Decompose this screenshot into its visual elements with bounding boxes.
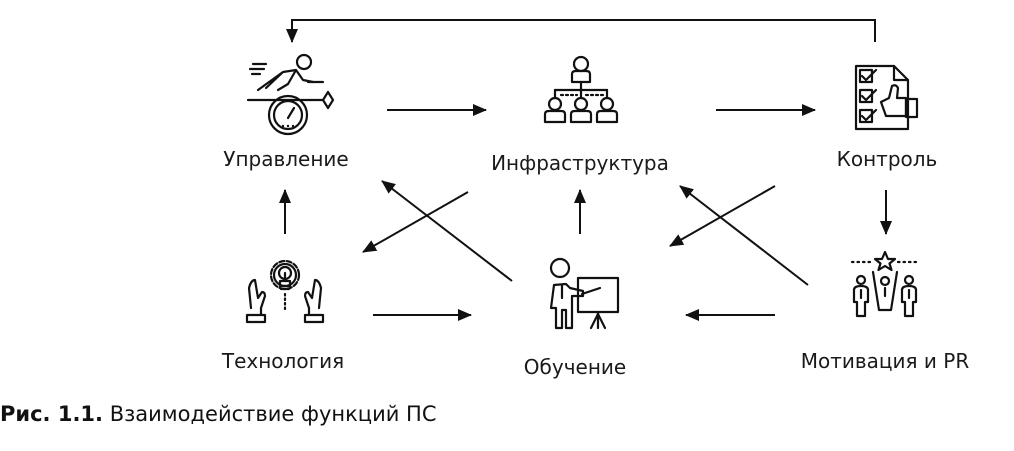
figure-caption-text: Взаимодействие функций ПС xyxy=(109,402,437,426)
team-star-icon xyxy=(850,250,920,318)
node-upravlenie: Управление xyxy=(223,53,349,171)
hands-gear-bulb-icon xyxy=(245,259,325,324)
node-motivatsiya: Мотивация и PR xyxy=(801,250,970,373)
edges xyxy=(279,19,892,321)
node-label-kontrol: Контроль xyxy=(837,147,938,171)
org-hierarchy-icon xyxy=(543,55,619,124)
edge-infrastruktura-tekhnologiya xyxy=(362,191,469,253)
figure-caption: Рис. 1.1. Взаимодействие функций ПС xyxy=(0,402,437,426)
node-tekhnologiya: Технология xyxy=(221,259,344,373)
node-label-infrastruktura: Инфраструктура xyxy=(491,151,669,175)
node-kontrol: Контроль xyxy=(837,64,938,171)
node-obuchenie: Обучение xyxy=(524,257,626,379)
node-label-obuchenie: Обучение xyxy=(524,355,626,379)
node-label-upravlenie: Управление xyxy=(223,147,348,171)
node-infrastruktura: Инфраструктура xyxy=(491,55,669,175)
edge-motivatsiya-infrastruktura xyxy=(679,185,809,286)
presenter-board-icon xyxy=(549,257,620,330)
edge-obuchenie-upravlenie xyxy=(381,180,513,282)
node-label-tekhnologiya: Технология xyxy=(221,349,344,373)
figure-caption-number: Рис. 1.1. xyxy=(0,402,104,426)
checklist-thumbs-up-icon xyxy=(854,64,919,131)
edge-kontrol-obuchenie xyxy=(669,185,776,247)
edge-kontrol-upravlenie xyxy=(286,19,876,43)
node-label-motivatsiya: Мотивация и PR xyxy=(801,349,970,373)
runner-speedometer-icon xyxy=(246,53,335,136)
